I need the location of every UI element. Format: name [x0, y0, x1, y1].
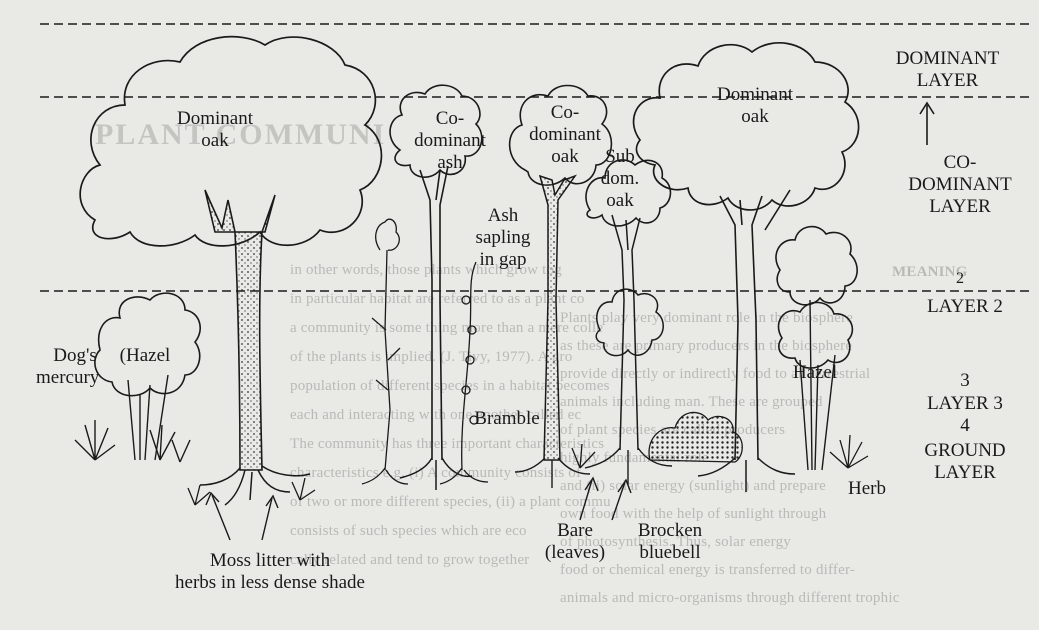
- label-hazel-left: (Hazel: [110, 345, 180, 367]
- label-line: Moss litter with: [150, 550, 390, 572]
- label-line: dominant: [520, 124, 610, 146]
- layer-line: CO-: [900, 152, 1020, 174]
- layer-3: LAYER 3: [905, 393, 1025, 415]
- layer-arrow: [920, 103, 934, 145]
- label-line: Co-: [400, 108, 500, 130]
- hazel-right-lower: [778, 302, 852, 368]
- label-bracken-bluebell: Brocken bluebell: [620, 520, 720, 564]
- herb-right: [830, 435, 868, 468]
- bracken-bluebell-clump: [649, 412, 742, 462]
- label-dominant-oak-left: Dominant oak: [160, 108, 270, 152]
- label-line: oak: [160, 130, 270, 152]
- label-line: sapling: [458, 227, 548, 249]
- layer-line: GROUND: [905, 440, 1025, 462]
- layer-line: DOMINANT: [900, 174, 1020, 196]
- sub-dominant-oak-trunk: [612, 215, 640, 450]
- label-hazel-right: Hazel: [780, 362, 850, 384]
- bare-ground-plants: [572, 444, 595, 468]
- label-sub-dom-oak: Sub dom. oak: [585, 146, 655, 212]
- ash-sapling: [362, 219, 408, 484]
- label-line: oak: [700, 106, 810, 128]
- pointer-arrows-moss: [206, 493, 278, 540]
- label-line: Sub: [585, 146, 655, 168]
- label-dominant-oak-right: Dominant oak: [700, 84, 810, 128]
- layer-line: DOMINANT: [885, 48, 1010, 70]
- codominant-oak-roots: [515, 458, 590, 488]
- label-ash-sapling: Ash sapling in gap: [458, 205, 548, 271]
- hazel-right-canopy: [776, 227, 857, 305]
- layer-2-number: 2: [940, 268, 980, 290]
- pointer-arrows-ground: [580, 478, 631, 520]
- label-line: Dog's: [40, 345, 110, 367]
- hazel-left-stems: [128, 375, 168, 460]
- layer-line: LAYER: [885, 70, 1010, 92]
- label-dogs-mercury: Dog's mercury: [40, 345, 110, 389]
- layer-4-number: 4: [945, 415, 985, 437]
- shrub-near-sub-dom-oak: [596, 289, 663, 355]
- label-moss-litter: Moss litter with herbs in less dense sha…: [150, 550, 390, 594]
- label-line: Ash: [458, 205, 548, 227]
- layer-codominant: CO- DOMINANT LAYER: [900, 152, 1020, 218]
- label-line: Dominant: [160, 108, 270, 130]
- label-line: bluebell: [620, 542, 720, 564]
- layer-dominant: DOMINANT LAYER: [885, 48, 1010, 92]
- dominant-oak-right-trunk: [720, 190, 790, 460]
- dominant-oak-left-trunk: [205, 190, 275, 470]
- label-bramble: Bramble: [462, 408, 552, 430]
- codominant-ash-trunk: [420, 166, 448, 460]
- label-bare-leaves: Bare (leaves): [530, 520, 620, 564]
- layer-ground: GROUND LAYER: [905, 440, 1025, 484]
- label-line: Co-: [520, 102, 610, 124]
- label-line: ash: [400, 152, 500, 174]
- label-line: (leaves): [530, 542, 620, 564]
- label-line: Brocken: [620, 520, 720, 542]
- label-line: in gap: [458, 249, 548, 271]
- label-line: mercury: [36, 367, 110, 389]
- label-line: Dominant: [700, 84, 810, 106]
- layer-line: LAYER: [900, 196, 1020, 218]
- label-codominant-ash: Co- dominant ash: [400, 108, 500, 174]
- dominant-oak-right-roots: [698, 458, 795, 492]
- bramble-plant: [440, 262, 488, 484]
- layer-2: LAYER 2: [905, 296, 1025, 318]
- layer-line: LAYER: [905, 462, 1025, 484]
- label-line: dominant: [400, 130, 500, 152]
- label-line: herbs in less dense shade: [150, 572, 390, 594]
- label-line: Bare: [530, 520, 620, 542]
- hazel-right-stems: [800, 300, 835, 470]
- label-herb: Herb: [842, 478, 892, 500]
- label-line: oak: [585, 190, 655, 212]
- label-line: dom.: [585, 168, 655, 190]
- layer-3-number: 3: [945, 370, 985, 392]
